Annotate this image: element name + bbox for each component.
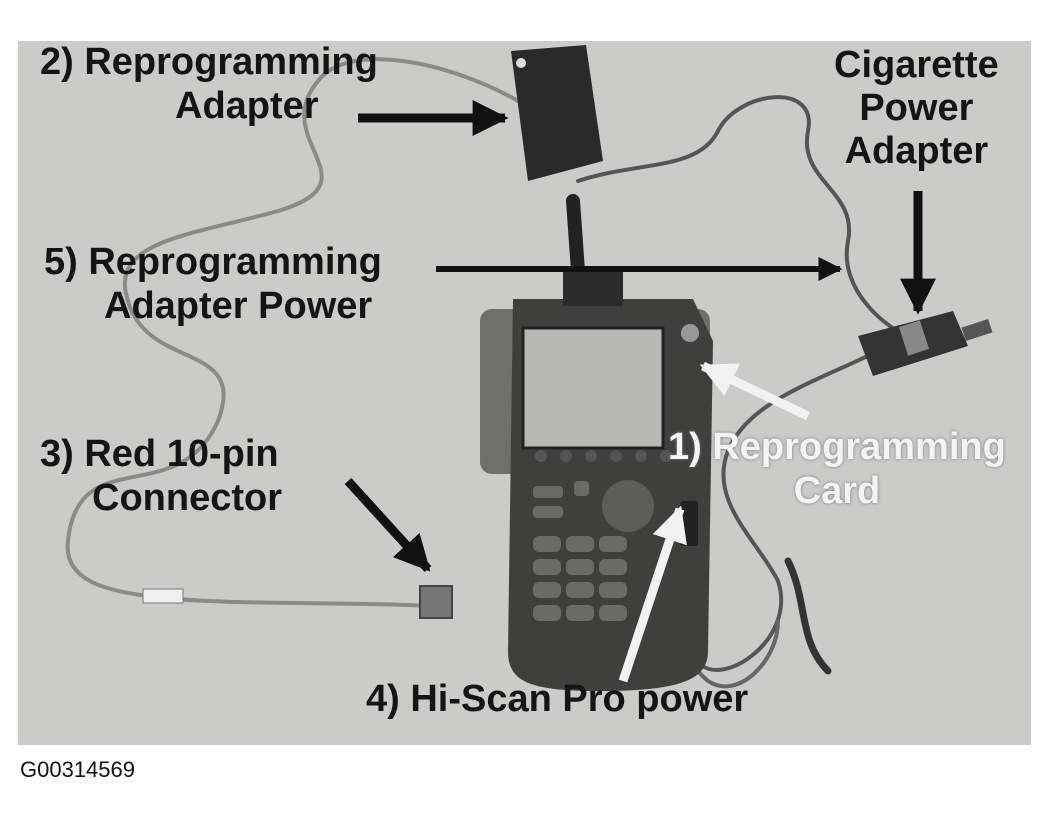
label-line: 5) Reprogramming: [44, 241, 382, 283]
equipment-photo: [18, 41, 1031, 745]
label-line: 3) Red 10-pin: [40, 433, 279, 475]
label-line: 1) Reprogramming: [668, 426, 1006, 468]
label-line: Adapter: [844, 130, 989, 172]
reprogramming-adapter-device: [511, 45, 603, 181]
arrow-red-connector: [344, 477, 432, 573]
label-cigarette-power-adapter: Cigarette Power Adapter: [834, 44, 999, 173]
hi-scan-pro-device: [480, 266, 713, 691]
label-line: Power: [859, 87, 974, 129]
label-reprogramming-card: 1) Reprogramming Card: [668, 425, 1006, 513]
label-line: Card: [793, 470, 881, 512]
label-line: Connector: [92, 477, 282, 519]
arrow-reprogramming-card: [699, 361, 810, 421]
label-red-10-pin-connector: 3) Red 10-pin Connector: [40, 432, 282, 520]
label-line: Cigarette: [834, 44, 999, 86]
label-line: Adapter: [175, 85, 319, 127]
label-line: Adapter Power: [104, 285, 373, 327]
label-hi-scan-pro-power: 4) Hi-Scan Pro power: [366, 678, 749, 720]
figure-id: G00314569: [20, 757, 135, 782]
label-reprogramming-adapter: 2) Reprogramming Adapter: [40, 40, 378, 128]
label-line: 2) Reprogramming: [40, 41, 378, 83]
red-10-pin-connector-device: [142, 585, 453, 619]
label-reprogramming-adapter-power: 5) Reprogramming Adapter Power: [44, 240, 382, 328]
cigarette-power-adapter-device: [858, 311, 993, 376]
arrow-hi-scan-power: [618, 505, 687, 683]
